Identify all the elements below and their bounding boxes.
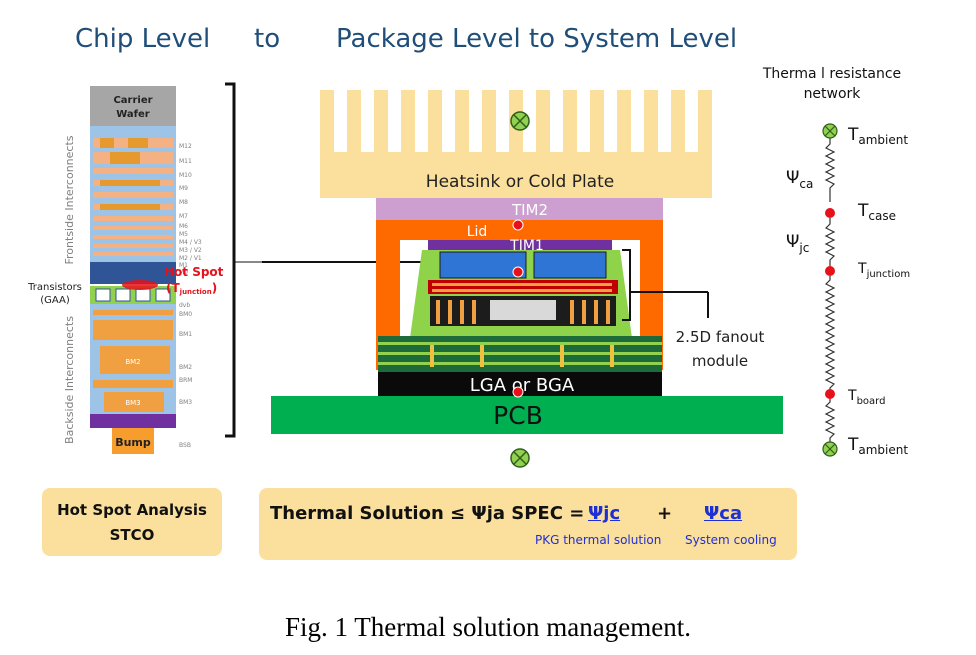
- tim2-label: TIM2: [511, 201, 548, 219]
- equation-prefix: Thermal Solution ≤ Ψja SPEC =: [270, 503, 585, 524]
- psi-jc-label: Ψjc: [786, 232, 809, 255]
- metal-layer-label: M5: [179, 231, 188, 238]
- hot-spot-label: Hot Spot: [164, 265, 224, 279]
- net-ambient-bottom-icon: [822, 441, 838, 457]
- t-ambient-bottom: Tambient: [847, 435, 908, 457]
- figure-caption: Fig. 1 Thermal solution management.: [285, 612, 691, 642]
- net-ambient-top-icon: [822, 123, 838, 139]
- metal-layer-label: M2 / V1: [179, 255, 202, 262]
- metal-layer-label: M8: [179, 199, 188, 206]
- metal-layer-label: M7: [179, 213, 188, 220]
- resistor-ba: [824, 398, 836, 442]
- transistors-label-1: Transistors: [27, 282, 82, 293]
- metal-layer-label: M12: [179, 143, 192, 150]
- backside-interconnects-label: Backside Interconnects: [63, 316, 76, 444]
- pcb-label: PCB: [493, 401, 543, 430]
- ambient-node-bottom: [510, 448, 530, 468]
- ambient-node-top: [510, 111, 530, 131]
- psi-ca-link[interactable]: Ψca: [704, 503, 743, 524]
- frontside-interconnects-label: Frontside Interconnects: [63, 135, 76, 264]
- metal-layer-label: M11: [179, 158, 192, 165]
- chip-stack: Carrier Wafer: [27, 82, 438, 454]
- metal-layer-label: M3 / V2: [179, 247, 202, 254]
- hot-spot-analysis-line1: Hot Spot Analysis: [57, 501, 207, 519]
- junction-node: [512, 266, 524, 278]
- resistor-jb: [824, 276, 836, 394]
- net-board-node: [825, 389, 835, 399]
- t-ambient-bottom-main: T: [847, 435, 859, 455]
- to-label: to: [254, 24, 281, 54]
- t-junction-sub-net: junctiom: [866, 269, 911, 280]
- network-title-line1: Therma l resistance: [762, 66, 902, 82]
- heatsink-label: Heatsink or Cold Plate: [426, 172, 614, 192]
- backside-layer-label: BM2: [179, 364, 192, 371]
- hot-spot-analysis-text: Hot Spot Analysis STCO: [42, 498, 222, 548]
- lid-label: Lid: [467, 224, 488, 240]
- chip-level-title: Chip Level: [75, 24, 211, 54]
- backside-layer-label: BM1: [179, 331, 192, 338]
- board-node: [512, 386, 524, 398]
- bm3-label: BM3: [125, 399, 140, 407]
- t-case: Tcase: [857, 201, 896, 223]
- bm2-label: BM2: [125, 358, 140, 366]
- psi-ca-label: Ψca: [786, 168, 813, 191]
- equation-plus: +: [657, 503, 673, 524]
- t-case-main: T: [857, 201, 869, 221]
- transistors-label-2: (GAA): [40, 295, 70, 306]
- thermal-equation-box: [259, 488, 797, 560]
- metal-layer-label: M9: [179, 185, 188, 192]
- thermal-network: Tambient Tcase Tjunctiom Tboard Tambient…: [786, 123, 910, 457]
- metal-layer-label: M0: [179, 269, 188, 276]
- hot-spot-analysis-line2: STCO: [109, 526, 155, 544]
- t-junction-sub: junction: [179, 288, 212, 296]
- t-ambient-bottom-sub: ambient: [858, 443, 908, 457]
- carrier-wafer-label-2: Wafer: [116, 109, 150, 120]
- resistor-ca: [824, 138, 836, 202]
- metal-layer-label: M6: [179, 223, 188, 230]
- system-cooling-caption: System cooling: [685, 533, 777, 547]
- t-ambient-top-sub: ambient: [858, 133, 908, 147]
- t-case-sub: case: [868, 209, 896, 223]
- t-board-sub: board: [857, 396, 886, 407]
- hot-spot-analysis-box: [42, 488, 222, 556]
- package-stack: Heatsink or Cold Plate TIM2 Lid TIM1: [271, 90, 783, 468]
- resistor-jc: [824, 218, 836, 270]
- metal-layer-label: M4 / V3: [179, 239, 202, 246]
- psi-jc-link[interactable]: Ψjc: [588, 503, 621, 524]
- psi-jc-sub: jc: [798, 241, 809, 255]
- t-junction: Tjunctiom: [857, 261, 910, 280]
- metal-layer-label: M10: [179, 172, 192, 179]
- pkg-thermal-caption: PKG thermal solution: [535, 533, 662, 547]
- fanout-label-1: 2.5D fanout: [676, 328, 765, 346]
- case-node: [512, 219, 524, 231]
- net-junction-node: [825, 266, 835, 276]
- thermal-diagram: Carrier Wafer: [27, 82, 910, 468]
- net-case-node: [825, 208, 835, 218]
- t-junction-close: ): [212, 281, 217, 295]
- package-system-title: Package Level to System Level: [336, 24, 738, 54]
- backside-layer-label: BSB: [179, 442, 191, 449]
- backside-layer-label: BM3: [179, 399, 192, 406]
- psi-ca-sub: ca: [799, 177, 813, 191]
- psi-jc-main: Ψ: [786, 232, 799, 252]
- t-junction-open: (T: [166, 281, 180, 295]
- t-board: Tboard: [847, 388, 885, 407]
- fanout-label-2: module: [692, 352, 748, 370]
- network-title: Therma l resistance network: [752, 64, 912, 104]
- backside-layer-label: BM0: [179, 311, 192, 318]
- network-title-line2: network: [803, 86, 861, 102]
- backside-layer-label: BRM: [179, 377, 192, 384]
- bump-label: Bump: [115, 436, 151, 449]
- t-ambient-top-main: T: [847, 125, 859, 145]
- metal-layer-label: M1: [179, 262, 188, 269]
- t-junction-label: (Tjunction): [166, 281, 217, 296]
- carrier-wafer-label-1: Carrier: [113, 95, 152, 106]
- t-board-main: T: [847, 388, 857, 404]
- backside-layer-label: dvb: [179, 302, 190, 309]
- t-ambient-top: Tambient: [847, 125, 908, 147]
- t-junction-main: T: [857, 261, 867, 277]
- psi-ca-main: Ψ: [786, 168, 799, 188]
- lga-bga-label: LGA or BGA: [470, 375, 575, 396]
